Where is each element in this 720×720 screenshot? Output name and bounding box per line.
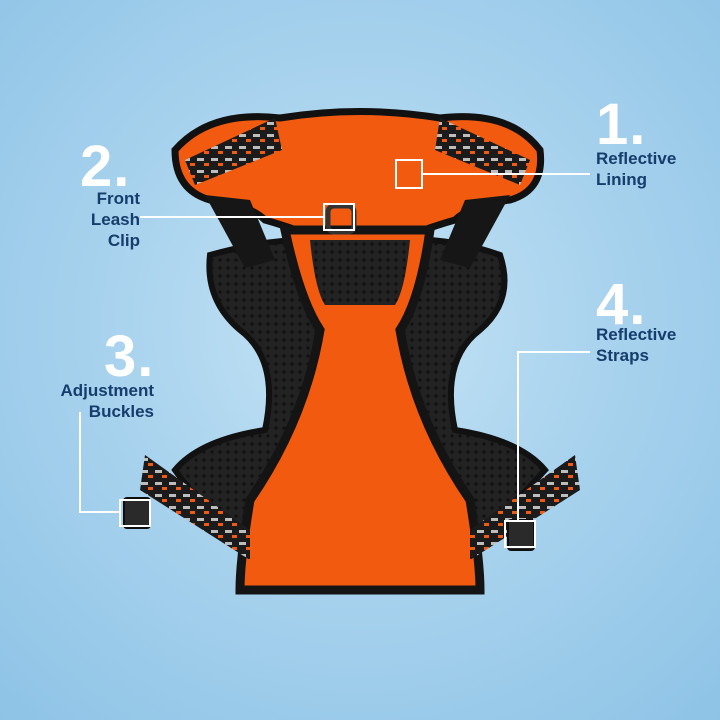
callout-1-label-line: Reflective [596, 149, 677, 168]
belly-strap-right [470, 455, 580, 560]
callout-3-label-line: Buckles [88, 402, 154, 421]
callout-3-label: Adjustment Buckles [30, 380, 155, 422]
callout-4-number: 4. [596, 272, 647, 337]
callout-2-label: Front Leash Clip [60, 188, 140, 251]
harness-body [235, 225, 485, 595]
callout-3-label-line: Adjustment [60, 381, 155, 400]
callout-4-label-line: Reflective [596, 325, 677, 344]
neck-strap-left [185, 118, 282, 185]
callout-2-label-line: Clip [107, 231, 140, 250]
callout-2-label-line: Leash [90, 210, 140, 229]
callout-1-number: 1. [596, 92, 647, 157]
callout-3-number: 3. [104, 324, 155, 389]
callout-1-label-line: Lining [596, 170, 647, 189]
callout-2-label-line: Front [96, 189, 140, 208]
callout-lines [79, 159, 590, 548]
neck-strap-right [435, 118, 530, 185]
mesh-window [310, 240, 410, 305]
belly-strap-left [140, 455, 250, 560]
buckle-left [123, 497, 151, 529]
callout-4-label-line: Straps [596, 346, 649, 365]
callout-2-number: 2. [80, 134, 131, 199]
side-strap-left [205, 195, 275, 268]
buckle-right [507, 519, 535, 551]
callout-4-label: Reflective Straps [596, 324, 676, 366]
callout-1-label: Reflective Lining [596, 148, 676, 190]
side-strap-right [440, 195, 510, 268]
callout-box-4 [504, 520, 536, 548]
